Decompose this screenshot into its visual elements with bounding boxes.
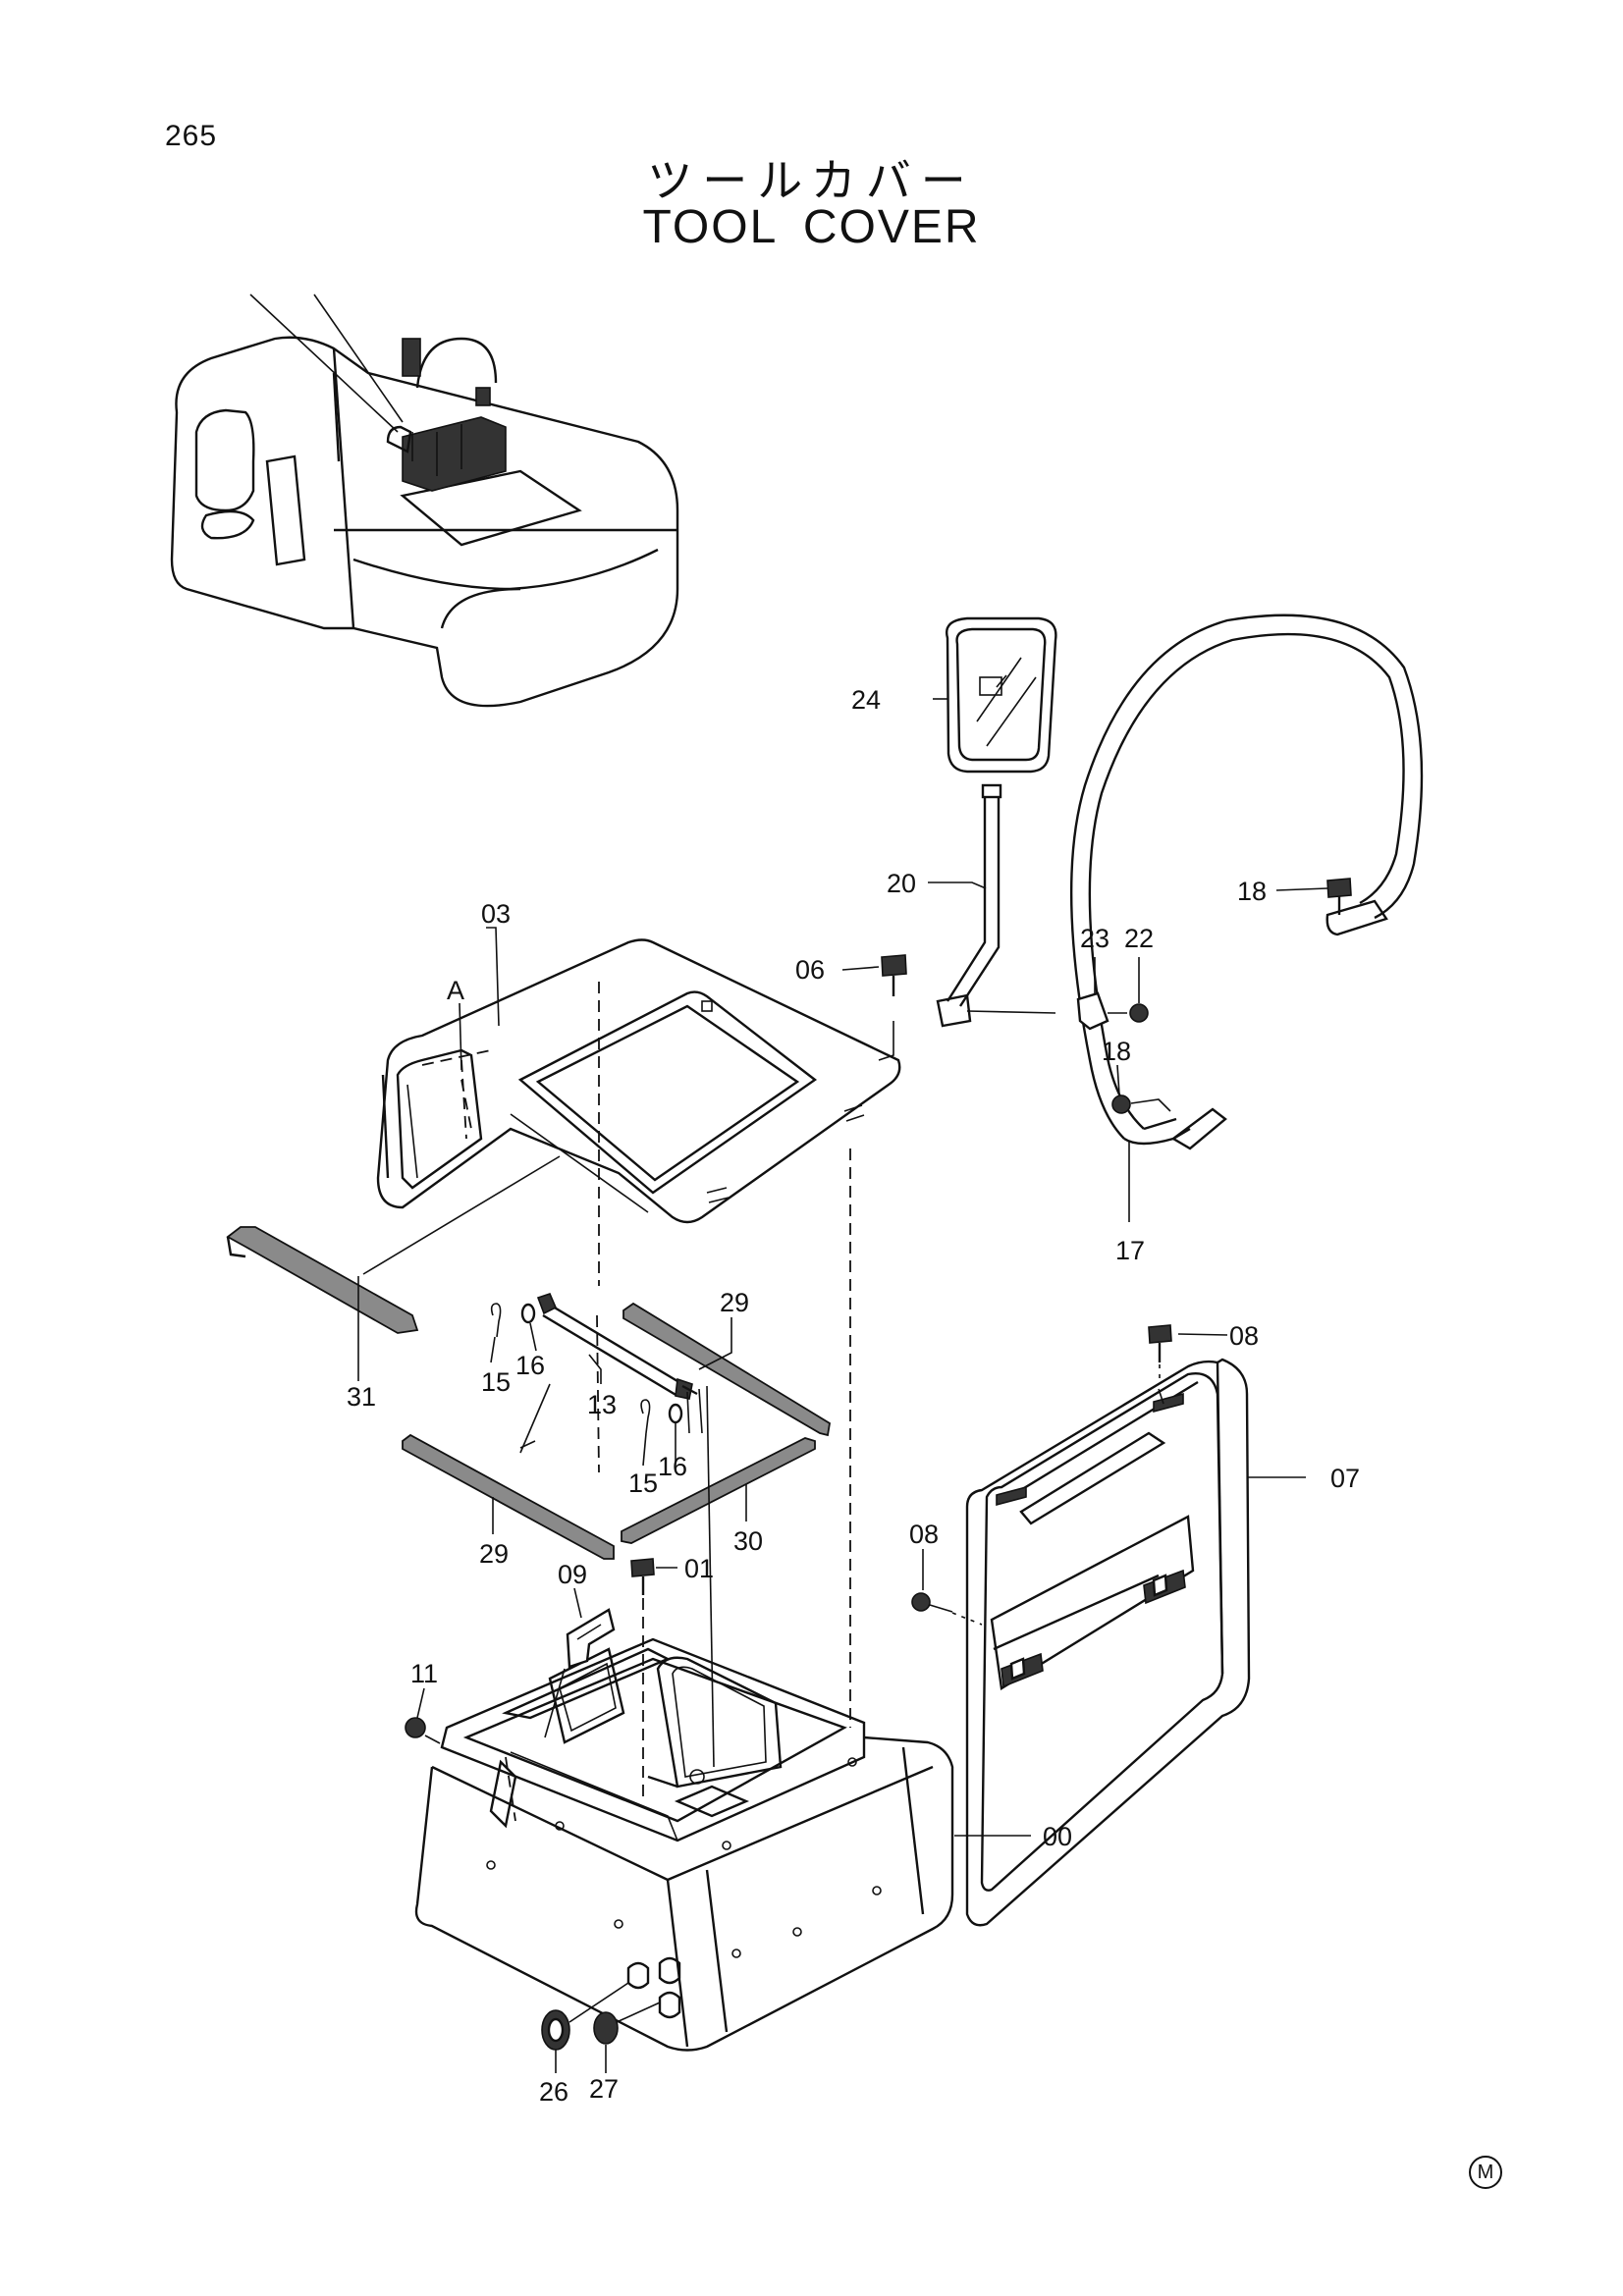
part-00-base-frame (414, 1637, 954, 2052)
callout-30: 30 (733, 1526, 763, 1556)
part-06-bolt (881, 954, 907, 996)
callout-16-upper: 16 (515, 1351, 545, 1380)
callout-23: 23 (1080, 924, 1109, 953)
callout-17: 17 (1115, 1236, 1145, 1265)
callout-24: 24 (851, 685, 881, 715)
part-27-grommet (593, 2002, 661, 2045)
callout-15-upper: 15 (481, 1367, 511, 1397)
callout-27: 27 (589, 2074, 619, 2104)
part-18-bolt-lower (1111, 1095, 1171, 1114)
part-20-mirror-stay (936, 783, 1056, 1028)
callout-00: 00 (1043, 1822, 1072, 1851)
part-16-washer-lower (668, 1403, 683, 1424)
part-23-clamp (1076, 991, 1109, 1031)
callout-29-upper: 29 (720, 1288, 749, 1317)
part-07-side-door (965, 1358, 1251, 1927)
callout-18-upper: 18 (1237, 877, 1267, 906)
part-31-seal (226, 1226, 419, 1334)
part-22-bolt (1108, 1003, 1149, 1023)
part-01-bolt (630, 1558, 655, 1801)
part-30-seal (621, 1437, 816, 1544)
callout-09: 09 (558, 1560, 587, 1589)
part-26-grommet (541, 1982, 629, 2051)
battery-box (402, 416, 507, 492)
part-09-plate (544, 1608, 616, 1738)
callout-15-lower: 15 (628, 1468, 658, 1498)
callout-labels: 03 A 06 24 20 18 23 22 18 17 31 15 16 13… (347, 685, 1360, 2107)
corner-circle-mark: M (1469, 2156, 1502, 2189)
view-label-a: A (447, 976, 464, 1005)
callout-07: 07 (1330, 1464, 1360, 1493)
callout-03: 03 (481, 899, 511, 929)
part-15-pin-upper (490, 1303, 502, 1338)
excavator-overview (170, 294, 679, 708)
callout-22: 22 (1124, 924, 1154, 953)
part-29-seal-upper (622, 1302, 831, 1437)
callout-16-lower: 16 (658, 1452, 687, 1481)
part-15-pin-lower (640, 1399, 651, 1434)
part-24-mirror (946, 616, 1057, 774)
callout-08-side: 08 (909, 1520, 939, 1549)
callout-08-top: 08 (1229, 1321, 1259, 1351)
assembly-lines (362, 982, 894, 1768)
callout-18-lower: 18 (1102, 1037, 1131, 1066)
leader-lines (357, 698, 1328, 2073)
part-16-washer-upper (520, 1303, 536, 1324)
callout-20: 20 (887, 869, 916, 898)
callout-29-lower: 29 (479, 1539, 509, 1569)
part-08-bolt-top (1148, 1324, 1172, 1384)
page-number: 265 (165, 120, 218, 152)
callout-31: 31 (347, 1382, 376, 1412)
callout-26: 26 (539, 2077, 568, 2107)
title-english: TOOL COVER (642, 201, 981, 253)
door-latch-left (1001, 1652, 1044, 1688)
callout-06: 06 (795, 955, 825, 985)
part-18-bolt-upper (1326, 878, 1352, 915)
callout-13: 13 (587, 1390, 617, 1419)
part-29-seal-lower (402, 1433, 615, 1560)
callout-11: 11 (410, 1659, 438, 1688)
part-11-bolt (405, 1717, 441, 1744)
part-03-top-cover (376, 938, 901, 1224)
door-latch-right (1143, 1569, 1186, 1605)
title-japanese: ツールカバー (647, 154, 976, 207)
part-08-bolt-side (911, 1592, 983, 1626)
callout-01: 01 (684, 1554, 714, 1583)
